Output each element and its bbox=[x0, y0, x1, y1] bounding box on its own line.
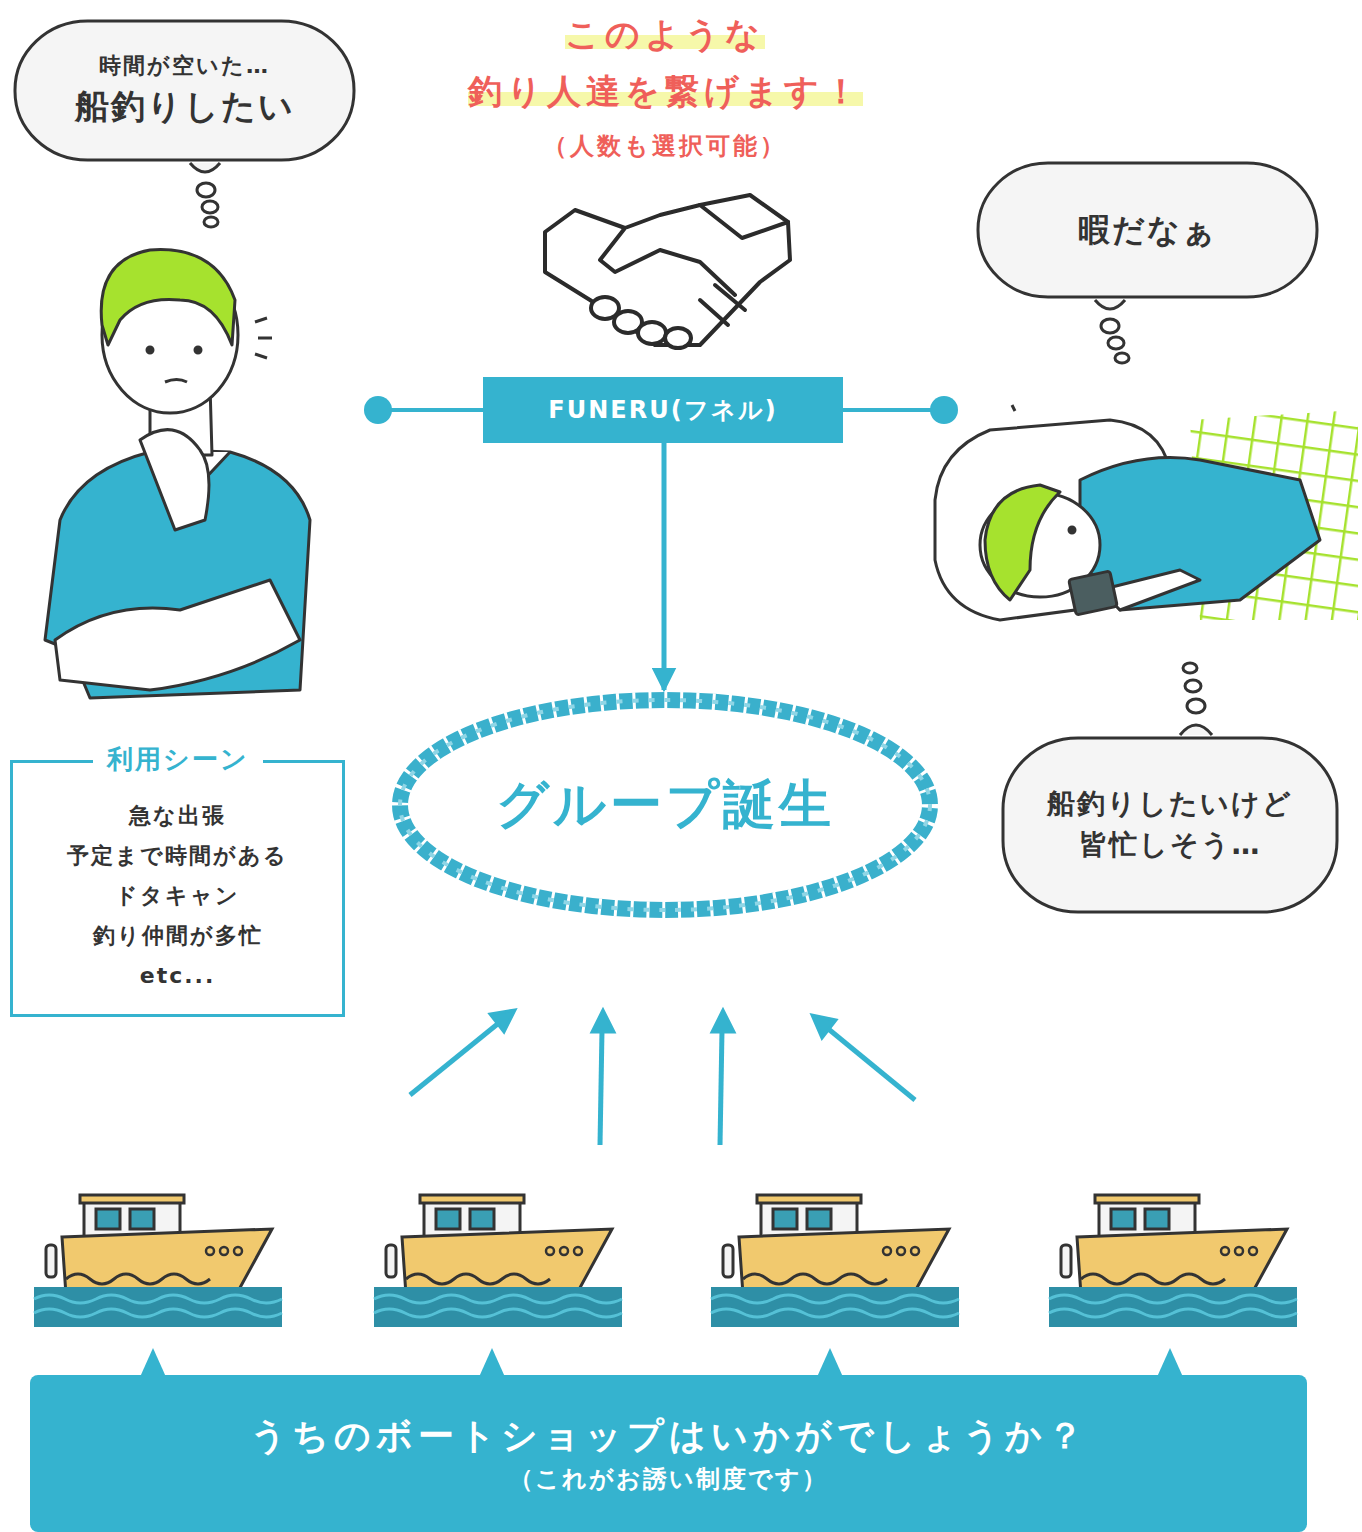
text-wrap: グループ誕生 bbox=[496, 767, 835, 842]
thought-dots-part bbox=[1183, 663, 1197, 673]
node-title: 利用シーン bbox=[93, 741, 263, 779]
thought-dots-part bbox=[1095, 300, 1125, 309]
title-block: このような 釣り人達を繋げます！ bbox=[395, 6, 935, 120]
boat-arrows-part bbox=[812, 1015, 836, 1038]
node-title: 船釣りしたいけど 皆忙しそう… bbox=[1030, 784, 1310, 865]
thinking-man bbox=[45, 250, 310, 698]
node-text: etc... bbox=[140, 956, 216, 996]
lying-man-part bbox=[1012, 405, 1015, 411]
bubble-outline bbox=[1000, 735, 1340, 915]
lying-man-part bbox=[1069, 571, 1118, 615]
node-title: FUNERU(フネル) bbox=[548, 393, 777, 428]
band-pointers-part bbox=[140, 1348, 166, 1377]
thought-dots-part bbox=[202, 201, 218, 213]
thought-dots-part bbox=[1180, 725, 1212, 735]
boat-arrows-part bbox=[720, 1030, 722, 1145]
text-wrap: 船釣りしたいけど 皆忙しそう… bbox=[1030, 784, 1310, 865]
rope-outline bbox=[400, 700, 930, 910]
thought-dots-part bbox=[190, 163, 220, 172]
thought-dots-part bbox=[204, 217, 218, 227]
boat-icons-part bbox=[374, 1195, 622, 1327]
thought-bubble: 船釣りしたいけど 皆忙しそう… bbox=[1000, 735, 1340, 915]
node-title: グループ誕生 bbox=[496, 767, 835, 842]
thought-dots-part bbox=[1108, 337, 1124, 349]
handshake-icon-part bbox=[638, 322, 666, 344]
lying-man bbox=[935, 405, 1358, 620]
handshake-icon-part bbox=[700, 195, 788, 222]
connector-dots-part bbox=[364, 396, 392, 424]
band-pointers bbox=[140, 1348, 1183, 1377]
thinking-man-part bbox=[195, 347, 201, 353]
boat-icons-part bbox=[1049, 1195, 1297, 1327]
service-box: FUNERU(フネル) bbox=[483, 377, 843, 443]
handshake-icon-part bbox=[700, 285, 745, 325]
handshake-icon bbox=[545, 195, 790, 348]
lying-man-part bbox=[1069, 527, 1075, 533]
text-wrap: 急な出張予定まで時間があるドタキャン釣り仲間が多忙etc... bbox=[67, 782, 288, 996]
thought-dots-part bbox=[1101, 319, 1119, 333]
thinking-man-part bbox=[165, 380, 187, 383]
handshake-icon-part bbox=[545, 205, 790, 345]
boat-arrows-part bbox=[490, 1010, 515, 1032]
rope-twist bbox=[400, 700, 930, 910]
text-wrap: 暇だなぁ bbox=[1078, 207, 1217, 253]
boat-arrows-part bbox=[826, 1027, 915, 1100]
lying-man-part bbox=[1080, 458, 1320, 611]
shop-band: うちのボートショップはいかがでしょうか？（これがお誘い制度です） bbox=[30, 1375, 1307, 1532]
thinking-man-part bbox=[255, 318, 272, 358]
title: このような 釣り人達を繋げます！ bbox=[468, 14, 863, 111]
node-text: 予定まで時間がある bbox=[67, 836, 288, 876]
connector-dots-part bbox=[930, 396, 958, 424]
lying-man-part bbox=[985, 485, 1060, 600]
thought-dots-part bbox=[1115, 353, 1129, 363]
thinking-man-part bbox=[147, 347, 153, 353]
thought-dots-part bbox=[197, 183, 215, 197]
boat-arrows-part bbox=[592, 1010, 614, 1032]
text-wrap: うちのボートショップはいかがでしょうか？（これがお誘い制度です） bbox=[250, 1410, 1088, 1497]
boat-arrows bbox=[410, 1010, 915, 1145]
boat-icons-part bbox=[711, 1195, 959, 1327]
group-rope: グループ誕生 bbox=[390, 690, 940, 920]
boat-icons-part bbox=[34, 1195, 282, 1327]
node-text: （これがお誘い制度です） bbox=[509, 1462, 828, 1497]
rope-highlight bbox=[400, 700, 930, 910]
usage-panel: 急な出張予定まで時間があるドタキャン釣り仲間が多忙etc...利用シーン bbox=[10, 760, 345, 1017]
node-title: 暇だなぁ bbox=[1078, 207, 1217, 253]
bubble-outline bbox=[978, 163, 1317, 297]
thinking-man-part bbox=[140, 430, 209, 530]
thought-bubble: 暇だなぁ bbox=[975, 160, 1320, 300]
band-pointers-part bbox=[479, 1348, 505, 1377]
boat-arrows-part bbox=[712, 1010, 734, 1032]
band-pointers-part bbox=[1157, 1348, 1183, 1377]
thought-dots-part bbox=[1185, 680, 1201, 692]
boat-icons bbox=[34, 1195, 1297, 1327]
node-title: 時間が空いた… bbox=[99, 50, 270, 82]
connector-dots-part bbox=[843, 408, 944, 412]
node-text: 釣り仲間が多忙 bbox=[93, 916, 263, 956]
boat-arrows-part bbox=[600, 1030, 602, 1145]
node-text: 急な出張 bbox=[129, 796, 226, 836]
node-text: 船釣りしたい bbox=[75, 82, 295, 131]
flow-arrow bbox=[662, 443, 667, 690]
node-text: ドタキャン bbox=[115, 876, 240, 916]
text-wrap: 時間が空いた…船釣りしたい bbox=[75, 50, 295, 131]
bubble-outline bbox=[1003, 738, 1337, 912]
handshake-icon-part bbox=[665, 328, 691, 348]
thinking-man-part bbox=[55, 580, 300, 690]
band-pointers-part bbox=[817, 1348, 843, 1377]
connector-dots-part bbox=[378, 408, 483, 412]
thought-bubble: 時間が空いた…船釣りしたい bbox=[12, 18, 357, 163]
thought-dots-part bbox=[1187, 699, 1205, 713]
bubble-outline bbox=[15, 21, 354, 160]
node-title: うちのボートショップはいかがでしょうか？ bbox=[250, 1410, 1088, 1462]
subtitle-note: （人数も選択可能） bbox=[395, 130, 935, 162]
boat-arrows-part bbox=[410, 1022, 500, 1095]
text-wrap: FUNERU(フネル) bbox=[548, 393, 777, 428]
thinking-man-part bbox=[101, 250, 235, 345]
